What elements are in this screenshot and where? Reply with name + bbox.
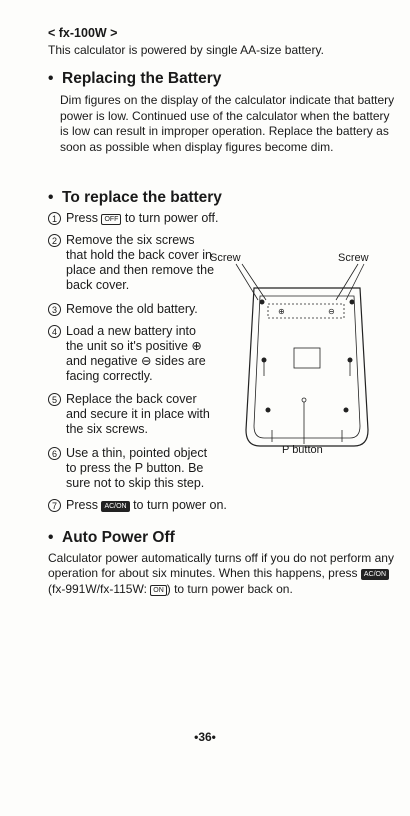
p-button-label: P button [282,444,323,456]
heading-text: Auto Power Off [62,529,175,546]
step-number: 1 [48,212,61,225]
screw-label-left: Screw [210,252,241,264]
step-number: 5 [48,393,61,406]
step-3: 3 Remove the old battery. [48,302,238,317]
step-number: 3 [48,303,61,316]
ac-on-key-icon: AC/ON [101,501,130,512]
screw-label-right: Screw [338,252,369,264]
model-name: < fx-100W > [48,26,118,40]
step-text: Load a new battery into the unit so it's… [66,324,206,383]
heading-text: Replacing the Battery [62,70,222,87]
svg-text:⊕: ⊕ [278,307,285,316]
section-heading-replacing: • Replacing the Battery [48,70,221,88]
bullet: • [48,70,54,87]
step-text: Press AC/ON to turn power on. [66,498,227,512]
section-heading-auto-power-off: • Auto Power Off [48,529,175,547]
step-1: 1 Press OFF to turn power off. [48,211,238,226]
on-key-icon: ON [150,584,167,596]
step-number: 2 [48,234,61,247]
step-6: 6 Use a thin, pointed object to press th… [48,446,216,491]
bullet: • [48,529,54,546]
step-text: Use a thin, pointed object to press the … [66,446,208,490]
calculator-back-cover-icon: ⊕ ⊖ [235,263,369,447]
step-text: Remove the old battery. [66,302,198,316]
step-7: 7 Press AC/ON to turn power on. [48,498,238,513]
step-text: Press OFF to turn power off. [66,211,219,225]
step-5: 5 Replace the back cover and secure it i… [48,392,216,437]
step-2: 2 Remove the six screws that hold the ba… [48,233,216,293]
step-number: 7 [48,499,61,512]
step-text: Remove the six screws that hold the back… [66,233,215,292]
ac-on-key-icon: AC/ON [360,569,390,581]
auto-power-off-paragraph: Calculator power automatically turns off… [48,551,394,596]
bullet: • [48,189,54,206]
step-text: Replace the back cover and secure it in … [66,392,210,436]
step-number: 4 [48,325,61,338]
page-number: •36• [194,730,216,744]
replacing-paragraph: Dim figures on the display of the calcul… [60,93,395,155]
heading-text: To replace the battery [62,189,222,206]
off-key-icon: OFF [101,214,122,225]
intro-text: This calculator is powered by single AA-… [48,43,324,57]
section-heading-to-replace: • To replace the battery [48,189,222,207]
step-4: 4 Load a new battery into the unit so it… [48,324,216,384]
step-number: 6 [48,447,61,460]
svg-text:⊖: ⊖ [328,307,335,316]
